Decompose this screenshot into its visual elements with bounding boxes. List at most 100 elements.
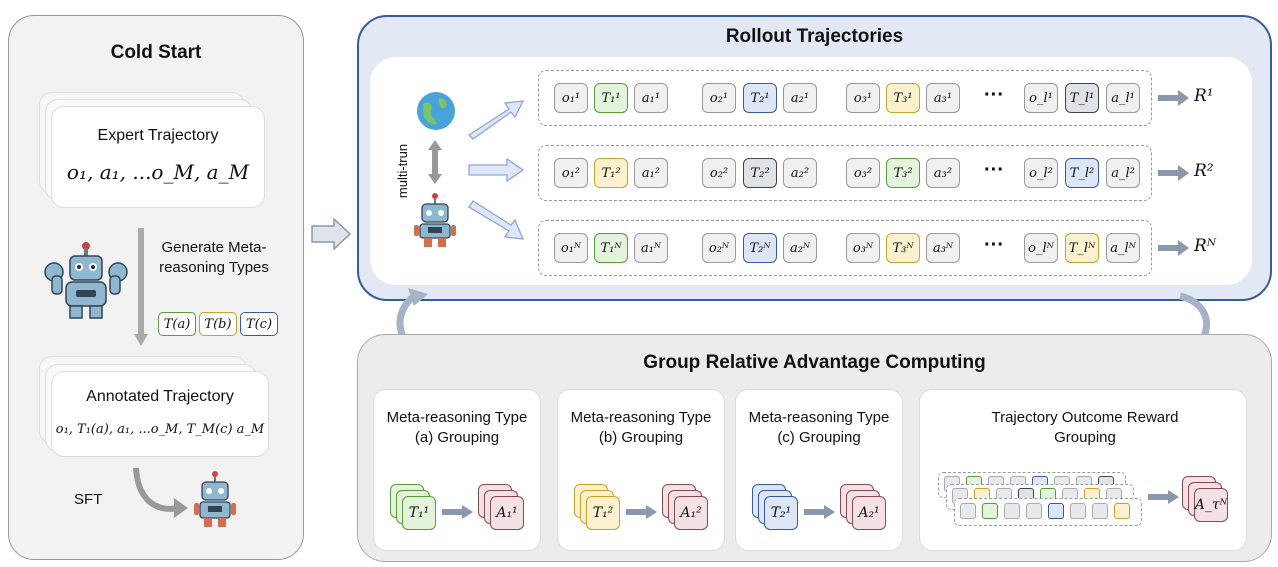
expert-trajectory-card (52, 107, 264, 207)
vertical-double-arrow-icon (428, 140, 442, 184)
mini-token (1004, 503, 1020, 519)
mini-token (982, 503, 998, 519)
token-t: T₁ᴺ (594, 233, 628, 263)
annotated-trajectory-label: Annotated Trajectory (86, 388, 234, 405)
expert-trajectory-formula: o₁, a₁, ...o_M, a_M (66, 160, 250, 184)
mini-token (1114, 503, 1130, 519)
mini-token (1092, 503, 1108, 519)
token-o: o₃¹ (846, 83, 880, 113)
type-b-advantage-label: A₁² (680, 505, 702, 521)
type-c-badge: T(c) (240, 312, 278, 336)
type-a-advantage-label: A₁¹ (496, 505, 518, 521)
globe-icon (417, 92, 455, 130)
arrow-right-icon (626, 505, 657, 519)
token-o: o₁² (554, 158, 588, 188)
token-o: o₂² (702, 158, 736, 188)
arrow-right-icon (1148, 490, 1179, 504)
token-a: a₃¹ (926, 83, 960, 113)
token-o: o₂¹ (702, 83, 736, 113)
token-t: T₂² (743, 158, 777, 188)
token-o: o_l¹ (1024, 83, 1058, 113)
token-a: a₂² (783, 158, 817, 188)
generate-down-arrow-icon (134, 228, 148, 346)
token-a: a_l² (1106, 158, 1140, 188)
outcome-advantage-tile (1194, 488, 1228, 522)
token-a: a_l¹ (1106, 83, 1140, 113)
type-c-input-tile (764, 496, 798, 530)
arrow-right-icon (442, 505, 473, 519)
type-a-advantage-tile (490, 496, 524, 530)
arrow-right-icon (804, 505, 835, 519)
mini-token (1048, 503, 1064, 519)
token-t: T₁¹ (594, 83, 628, 113)
fanout-arrows-icon (467, 100, 525, 240)
grouping-card-a-label: Meta-reasoning Type (a) Grouping (386, 409, 528, 446)
type-b-input-tile (586, 496, 620, 530)
token-a: a₂¹ (783, 83, 817, 113)
expert-trajectory-label: Expert Trajectory (97, 127, 219, 144)
type-c-advantage-tile (852, 496, 886, 530)
token-t: T_l² (1065, 158, 1099, 188)
reward-arrow-icon (1158, 90, 1189, 106)
group-title: Group Relative Advantage Computing (643, 352, 986, 373)
token-o: o₃ᴺ (846, 233, 880, 263)
type-c-input-label: T₂¹ (770, 505, 792, 521)
robot-icon (194, 471, 236, 527)
ellipsis: ··· (984, 84, 1004, 106)
token-t: T₃² (886, 158, 920, 188)
token-o: o₁ᴺ (554, 233, 588, 263)
cold-start-title: Cold Start (110, 42, 202, 63)
cold-to-rollout-arrow-icon (311, 218, 352, 250)
type-c-advantage-label: A₂¹ (858, 505, 880, 521)
annotated-trajectory-card (52, 372, 268, 456)
ellipsis: ··· (984, 159, 1004, 181)
type-a-input-label: T₁¹ (408, 505, 430, 521)
trajectory-row-n (538, 220, 1152, 276)
trajectory-row-2 (538, 145, 1152, 201)
token-o: o₁¹ (554, 83, 588, 113)
outcome-grouping-label: Trajectory Outcome Reward Grouping (991, 409, 1179, 446)
token-a: a₁ᴺ (634, 233, 668, 263)
type-b-advantage-tile (674, 496, 708, 530)
type-a-input-tile (402, 496, 436, 530)
token-t: T₃¹ (886, 83, 920, 113)
token-t: T₁² (594, 158, 628, 188)
token-t: T_lᴺ (1065, 233, 1099, 263)
reward-1: R¹ (1194, 86, 1214, 106)
mini-token (960, 503, 976, 519)
token-a: a₂ᴺ (783, 233, 817, 263)
strong-robot-icon (44, 242, 128, 319)
token-t: T₃ᴺ (886, 233, 920, 263)
outcome-advantage-label: A_τᴺ (1194, 497, 1228, 513)
rollout-title: Rollout Trajectories (725, 26, 904, 47)
token-o: o_lᴺ (1024, 233, 1058, 263)
sft-curved-arrow-icon (133, 467, 188, 518)
token-t: T_l¹ (1065, 83, 1099, 113)
token-o: o₂ᴺ (702, 233, 736, 263)
token-a: a₁² (634, 158, 668, 188)
agent-robot-icon (414, 193, 456, 247)
token-t: T₂¹ (743, 83, 777, 113)
reward-2: R² (1194, 161, 1214, 181)
token-a: a_lᴺ (1106, 233, 1140, 263)
sft-label: SFT (74, 491, 103, 508)
token-a: a₃ᴺ (926, 233, 960, 263)
reward-arrow-icon (1158, 165, 1189, 181)
annotated-trajectory-formula: o₁, T₁(a), a₁, ...o_M, T_M(c) a_M (55, 422, 265, 437)
type-b-input-label: T₁² (592, 505, 614, 521)
trajectory-row-1 (538, 70, 1152, 126)
token-a: a₃² (926, 158, 960, 188)
generate-types-label: Generate Meta-reasoning Types (159, 239, 269, 276)
type-a-badge: T(a) (158, 312, 196, 336)
token-o: o_l² (1024, 158, 1058, 188)
type-b-badge: T(b) (199, 312, 237, 336)
reward-arrow-icon (1158, 240, 1189, 256)
token-o: o₃² (846, 158, 880, 188)
mini-token (1070, 503, 1086, 519)
ellipsis: ··· (984, 234, 1004, 256)
token-t: T₂ᴺ (743, 233, 777, 263)
token-a: a₁¹ (634, 83, 668, 113)
reward-n: Rᴺ (1194, 236, 1217, 256)
mini-token (1026, 503, 1042, 519)
grouping-card-b-label: Meta-reasoning Type (b) Grouping (570, 409, 712, 446)
